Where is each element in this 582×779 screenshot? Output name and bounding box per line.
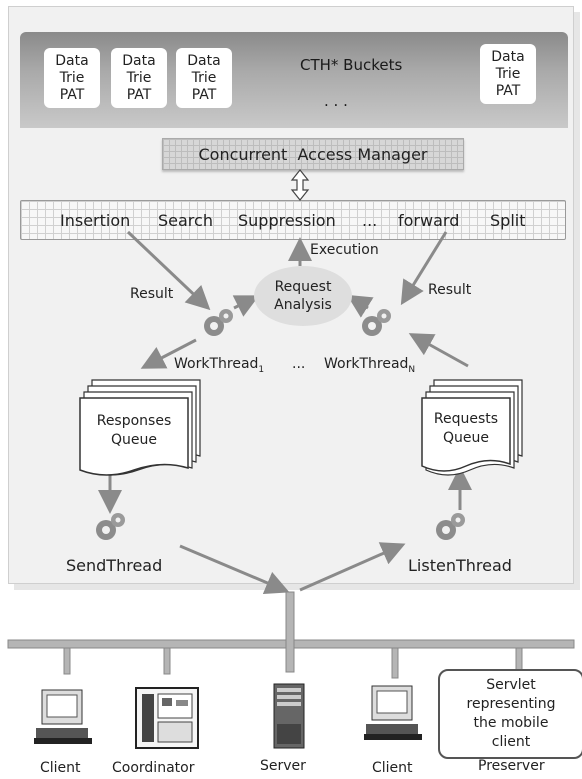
preserver-label: Preserver <box>478 758 545 774</box>
op-insertion: Insertion <box>60 211 131 230</box>
responses-queue-label: Responses Queue <box>82 412 186 450</box>
servlet-box: Servlet representing the mobile client <box>438 669 582 759</box>
bucket-2: Data Trie PAT <box>111 48 167 108</box>
wtn-to-analysis-arrow <box>346 294 374 318</box>
servlet-line1: Servlet <box>486 677 536 693</box>
bucket-1: Data Trie PAT <box>44 48 100 108</box>
buckets-ellipsis: . . . <box>324 92 348 110</box>
result-left-label: Result <box>130 286 174 302</box>
servlet-line4: client <box>491 734 531 750</box>
workthread-1-sub: 1 <box>258 364 265 375</box>
request-analysis: Request Analysis <box>254 266 352 326</box>
concurrent-access-manager: Concurrent Access Manager <box>162 138 464 170</box>
bucket-1-line2: Trie <box>59 69 85 86</box>
bucket-4: Data Trie PAT <box>480 44 536 104</box>
op-suppression: Suppression <box>238 211 336 230</box>
bucket-2-line3: PAT <box>126 86 152 103</box>
wt1-to-analysis-arrow <box>232 295 260 317</box>
result-left-arrow <box>126 230 211 311</box>
preserver-drop <box>515 647 523 671</box>
network-to-listen-arrow <box>299 542 406 592</box>
bucket-4-line1: Data <box>491 48 525 65</box>
client2-drop <box>391 647 399 679</box>
double-arrow-icon <box>290 169 310 201</box>
workthread-n-base: WorkThread <box>324 356 409 372</box>
bucket-3: Data Trie PAT <box>176 48 232 108</box>
workthread-ellipsis: ... <box>292 356 306 372</box>
client1-label: Client <box>40 760 81 776</box>
servlet-line2: representing <box>466 696 556 712</box>
workthread-n-label: WorkThreadN <box>324 356 415 375</box>
responses-queue-line2: Queue <box>111 432 157 448</box>
buckets-title: CTH* Buckets <box>300 56 403 74</box>
requests-queue-line1: Requests <box>433 411 499 427</box>
request-analysis-line2: Analysis <box>274 297 332 313</box>
operations-bar <box>20 200 566 240</box>
bucket-2-line1: Data <box>122 52 156 69</box>
computer-icon <box>34 689 92 744</box>
gear-icon <box>204 309 233 336</box>
computer-icon <box>364 685 422 740</box>
result-right-arrow <box>400 231 448 306</box>
servlet-line3: the mobile <box>473 715 549 731</box>
workthread-1-base: WorkThread <box>174 356 259 372</box>
requests-queue-icon <box>421 379 523 476</box>
coordinator-icon <box>135 687 199 749</box>
send-thread-label: SendThread <box>66 556 163 575</box>
gear-icon <box>96 513 125 540</box>
gear-icon <box>362 309 391 336</box>
bucket-1-line3: PAT <box>59 86 85 103</box>
server-icon <box>273 683 305 749</box>
client2-label: Client <box>372 760 413 776</box>
bucket-4-line2: Trie <box>495 65 521 82</box>
bucket-2-line2: Trie <box>126 69 152 86</box>
wt1-to-responses-arrow <box>140 338 197 369</box>
result-right-label: Result <box>428 282 472 298</box>
coordinator-label: Coordinator <box>112 760 195 776</box>
server-label: Server <box>260 758 306 774</box>
send-to-network-arrow <box>179 544 290 595</box>
bucket-1-line1: Data <box>55 52 89 69</box>
bucket-3-line1: Data <box>187 52 221 69</box>
responses-queue-icon <box>79 379 201 476</box>
workthread-n-sub: N <box>408 364 416 375</box>
bucket-3-line3: PAT <box>191 86 217 103</box>
op-search: Search <box>158 211 213 230</box>
requests-to-wtn-arrow <box>408 333 469 368</box>
responses-queue-line1: Responses <box>96 413 172 429</box>
coordinator-drop <box>163 647 171 675</box>
execution-label: Execution <box>310 242 379 258</box>
listen-thread-label: ListenThread <box>408 556 512 575</box>
requests-queue-line2: Queue <box>443 430 489 446</box>
client1-drop <box>63 647 71 675</box>
op-split: Split <box>490 211 526 230</box>
gear-icon <box>436 513 465 540</box>
op-ellipsis: ... <box>362 211 378 230</box>
server-drop <box>285 591 295 673</box>
bucket-3-line2: Trie <box>191 69 217 86</box>
access-manager-label: Concurrent Access Manager <box>198 144 428 164</box>
bucket-4-line3: PAT <box>495 82 521 99</box>
op-forward: forward <box>398 211 460 230</box>
request-analysis-line1: Request <box>274 279 332 295</box>
requests-queue-label: Requests Queue <box>422 410 510 448</box>
workthread-1-label: WorkThread1 <box>174 356 264 375</box>
